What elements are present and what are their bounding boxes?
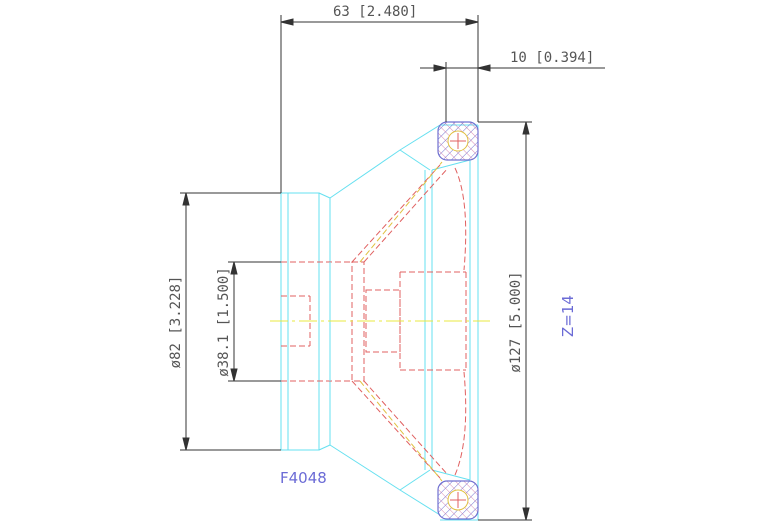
dim-outer-diameter: ø127 [5.000] [508,271,524,372]
dimension-lines [180,15,605,521]
dim-bore-diameter: ø38.1 [1.500] [216,267,232,377]
part-outline [280,124,479,521]
oring-bottom [437,480,479,520]
dim-rim-offset: 10 [0.394] [510,50,594,66]
oring-top [437,121,479,161]
tooth-count-label: Z=14 [559,295,577,337]
cone-lower [329,444,441,516]
dim-overall-depth: 63 [2.480] [333,4,417,20]
part-number-label: F4048 [280,469,327,487]
dim-hub-diameter: ø82 [3.228] [168,276,184,369]
cone-upper [329,124,441,199]
